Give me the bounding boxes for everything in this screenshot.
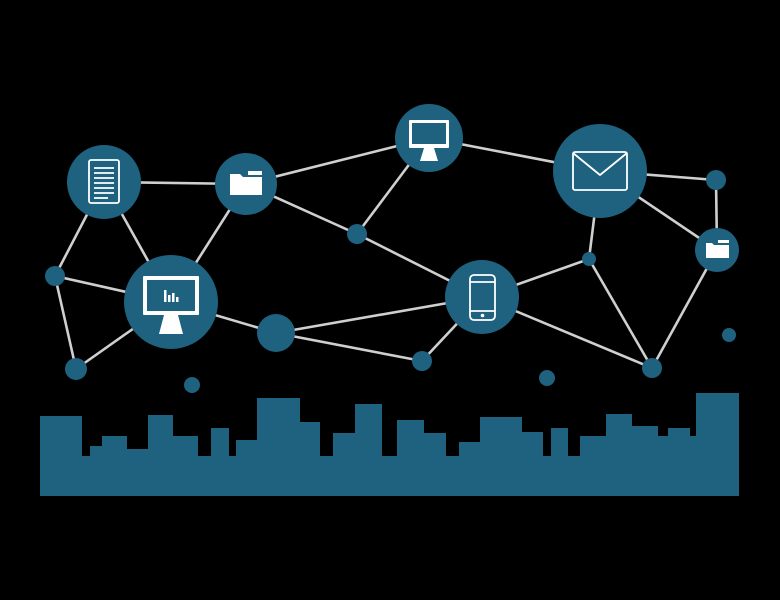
- node-chart-monitor: [124, 255, 218, 349]
- edge-dot-right-mid-dot-bottom-right: [587, 257, 654, 370]
- chart-monitor-icon: [143, 276, 199, 334]
- node-monitor-top: [395, 104, 463, 172]
- node-dot-float-3: [722, 328, 736, 342]
- node-dot-center-up: [347, 224, 367, 244]
- folder-icon: [706, 240, 729, 258]
- node-dot-bottom-mid: [412, 351, 432, 371]
- node-dot-float-2: [539, 370, 555, 386]
- node-dot-float-1: [184, 377, 200, 393]
- edge-dot-left-dot-bottom-left: [53, 274, 78, 371]
- node-document: [67, 145, 141, 219]
- city-skyline: [40, 393, 739, 496]
- node-dot-right: [706, 170, 726, 190]
- node-mail: [553, 124, 647, 218]
- edge-folder-b-dot-bottom-right: [650, 248, 719, 370]
- node-dot-left: [45, 266, 65, 286]
- smartphone-icon: [469, 274, 496, 321]
- node-dot-center: [257, 314, 295, 352]
- edge-dot-center-dot-bottom-mid: [274, 331, 424, 363]
- node-dot-right-mid: [582, 252, 596, 266]
- node-dot-bottom-left: [65, 358, 87, 380]
- node-phone: [445, 260, 519, 334]
- document-icon: [88, 159, 120, 204]
- node-folder-b: [695, 228, 739, 272]
- monitor-icon: [409, 120, 449, 161]
- node-dot-bottom-right: [642, 358, 662, 378]
- folder-icon: [230, 171, 262, 195]
- node-folder-a: [215, 153, 277, 215]
- envelope-icon: [572, 151, 628, 191]
